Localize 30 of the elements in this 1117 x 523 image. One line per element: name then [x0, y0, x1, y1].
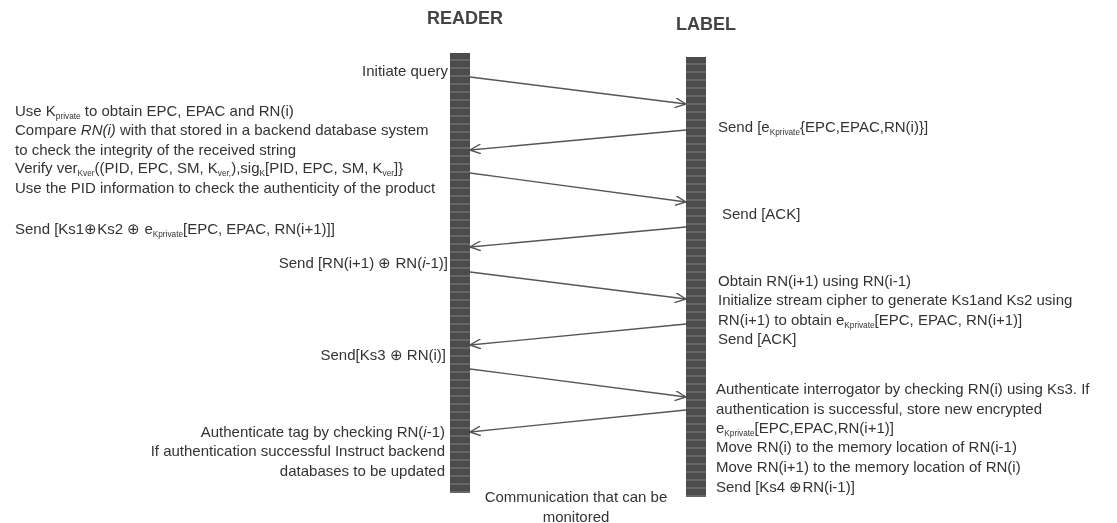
annotation-text: Verify ver$_{Kver}$((PID, EPC, SM, K$_{ver,}$),sig$_{K}$[PID, EPC, SM, K$_{ver}$]}	[15, 158, 405, 178]
annotation-text: Use the PID information to check the authenticity of the product	[15, 178, 437, 198]
annotation-text: Obtain RN(i+1) using RN(i-1)	[718, 271, 912, 291]
message-arrow	[469, 129, 687, 155]
lifeline-heading: READER	[427, 8, 503, 29]
annotation-text: Authenticate interrogator by checking RN(i) using Ks3. If authentication is successful, store new encrypted e$_{Kprivate}$[EPC,EPAC,RN(i+1)]	[716, 379, 1091, 438]
message-arrow	[469, 409, 687, 437]
message-arrow	[469, 172, 687, 207]
annotation-text: Send [Ks1⊕Ks2 ⊕ e$_{Kprivate}$[EPC, EPAC, RN(i+1)]]	[15, 219, 336, 239]
annotation-text: Compare RN(i) with that stored in a backend database system to check the integrity of the received string	[15, 121, 430, 159]
annotation-text: If authentication successful Instruct backend databases to be updated	[149, 441, 445, 480]
annotation-text: Initiate query	[361, 61, 448, 81]
annotation-text: Send [ACK]	[722, 204, 802, 224]
lifeline-heading: LABEL	[676, 14, 736, 35]
annotation-text: Send [Ks4 ⊕RN(i-1)]	[716, 477, 856, 497]
annotation-text: Send[Ks3 ⊕ RN(i)]	[319, 345, 446, 365]
annotation-text: Move RN(i+1) to the memory location of RN(i)	[716, 457, 1022, 477]
annotation-text: Move RN(i) to the memory location of RN(i-1)	[716, 438, 1018, 457]
message-arrow	[469, 368, 687, 402]
annotation-text: Authenticate tag by checking RN(i-1)	[199, 422, 445, 442]
message-arrow	[469, 271, 687, 304]
annotation-text: Send [e$_{Kprivate}${EPC,EPAC,RN(i)}]	[718, 117, 930, 137]
annotation-text: Use K$_{private}$ to obtain EPC, EPAC and RN(i)	[15, 101, 295, 121]
message-arrow	[469, 226, 687, 252]
annotation-text: Initialize stream cipher to generate Ks1and Ks2 using RN(i+1) to obtain e$_{Kprivate}$[EPC, EPAC, RN(i+1)]	[718, 290, 1074, 329]
annotation-text: Send [RN(i+1) ⊕ RN(i-1)]	[277, 253, 448, 273]
message-arrow	[469, 323, 687, 350]
message-arrow	[469, 76, 687, 109]
annotation-text: Send [ACK]	[718, 329, 798, 349]
annotation-text: Communication that can be monitored	[483, 487, 669, 523]
